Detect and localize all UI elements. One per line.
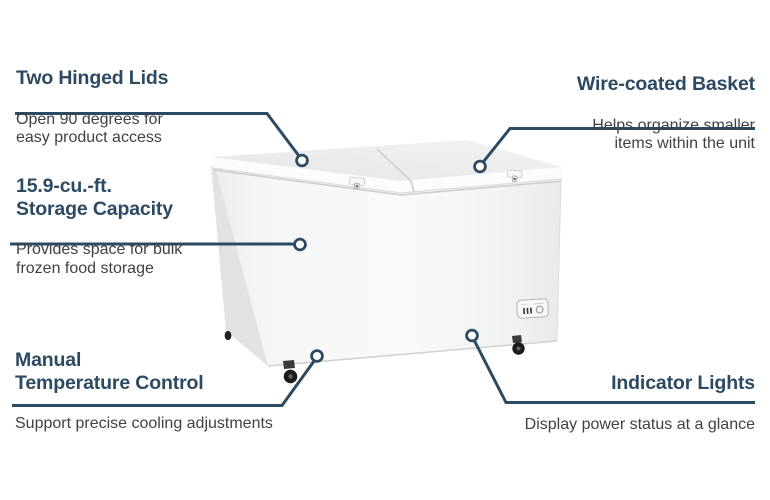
indicator-light-icon bbox=[526, 307, 529, 314]
freezer-illustration bbox=[211, 140, 563, 384]
callout-description: Helps organize smaller items within the … bbox=[592, 116, 755, 153]
indicator-light-icon bbox=[529, 307, 533, 314]
indicator-light-icon bbox=[523, 307, 526, 315]
callout-description: Provides space for bulk frozen food stor… bbox=[16, 241, 183, 277]
lid-latch-right bbox=[507, 169, 523, 182]
callout-title: Indicator Lights bbox=[611, 372, 755, 394]
callout-title: Wire-coated Basket bbox=[576, 73, 755, 95]
callout-dot-storage-capacity bbox=[293, 237, 307, 252]
callout-dot-two-hinged-lids bbox=[295, 153, 309, 168]
lid-latch-left bbox=[349, 176, 366, 190]
callout-description: Open 90 degrees for easy product access bbox=[16, 110, 163, 147]
thermostat-dial-icon bbox=[535, 305, 544, 314]
callout-line-wire-coated-basket bbox=[478, 127, 755, 167]
callout-title: 15.9-cu.-ft. Storage Capacity bbox=[16, 175, 173, 220]
callout-storage-capacity: 15.9-cu.-ft. Storage Capacity Provides s… bbox=[16, 157, 182, 296]
caster-back-left bbox=[224, 330, 232, 341]
callout-description: Support precise cooling adjustments bbox=[15, 415, 273, 432]
callout-manual-temperature-control: Manual Temperature Control Support preci… bbox=[15, 331, 273, 452]
callout-title: Manual Temperature Control bbox=[15, 349, 204, 394]
freezer-left-side bbox=[211, 165, 268, 366]
lid-seam bbox=[376, 148, 415, 193]
control-panel bbox=[516, 298, 549, 319]
callout-line-two-hinged-lids bbox=[15, 112, 304, 161]
callout-line-indicator-lights bbox=[470, 335, 755, 404]
callout-dot-manual-temperature-control bbox=[310, 349, 324, 363]
lid-gap-shadow bbox=[213, 169, 562, 196]
callout-description: Display power status at a glance bbox=[524, 415, 755, 433]
callout-title: Two Hinged Lids bbox=[16, 67, 169, 89]
callout-dot-wire-coated-basket bbox=[473, 159, 487, 174]
lid-band-edge bbox=[211, 167, 563, 194]
callout-indicator-lights: Indicator Lights Display power status at… bbox=[525, 354, 755, 452]
freezer-front-panel bbox=[216, 170, 561, 366]
callout-two-hinged-lids: Two Hinged Lids Open 90 degrees for easy… bbox=[16, 49, 168, 166]
caster-front-right bbox=[512, 335, 525, 355]
lid-band bbox=[212, 157, 562, 193]
callout-dot-indicator-lights bbox=[465, 328, 479, 343]
caster-front-left bbox=[283, 360, 298, 384]
freezer-right-edge bbox=[556, 180, 562, 342]
callout-wire-coated-basket: Wire-coated Basket Helps organize smalle… bbox=[577, 55, 755, 172]
lid-top-surface bbox=[212, 140, 562, 181]
callout-line-manual-temperature-control bbox=[12, 356, 319, 407]
